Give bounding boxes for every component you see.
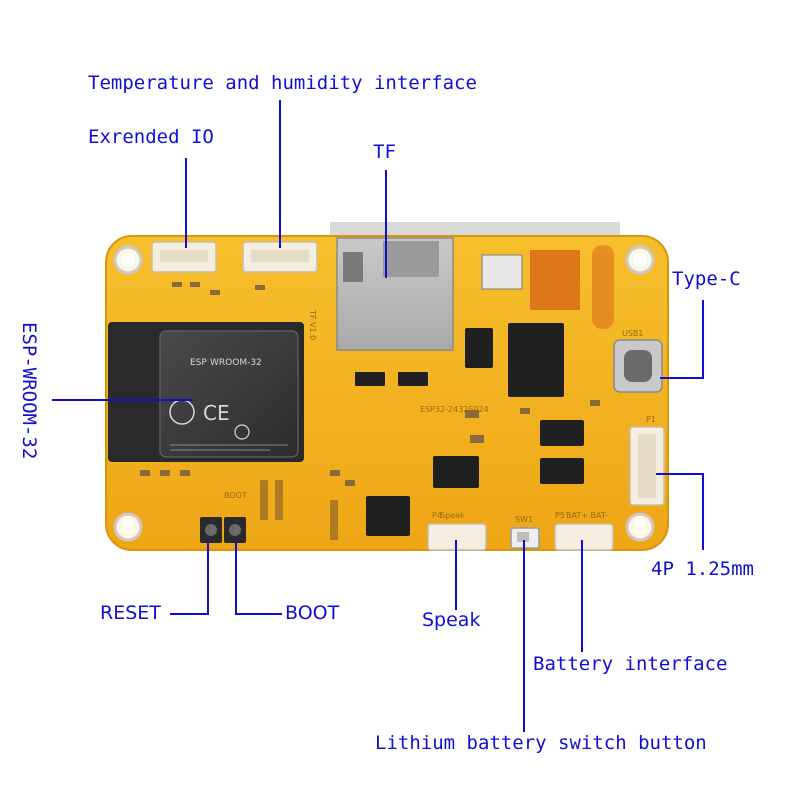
temp-humidity-connector — [242, 241, 318, 273]
tf-card-slot — [336, 237, 454, 351]
leader-lines — [52, 100, 704, 732]
label-lithium-switch: Lithium battery switch button — [375, 732, 707, 754]
module-brand-text: ESP — [190, 358, 207, 368]
passive-components — [140, 282, 600, 540]
board-p1-text: P1 — [646, 415, 656, 424]
label-temp-humidity: Temperature and humidity interface — [88, 72, 477, 94]
usb-type-c-port — [613, 339, 663, 393]
display-frame — [330, 222, 620, 238]
fpc-connector — [481, 254, 523, 290]
label-boot: BOOT — [285, 602, 340, 624]
board-p4-text: P4 — [432, 511, 442, 520]
label-speak: Speak — [422, 609, 481, 631]
boot-button-part — [224, 517, 246, 543]
reset-button-part — [200, 517, 222, 543]
board-id-text: ESP32-2432S024 — [420, 405, 489, 414]
ic-chips — [355, 323, 584, 536]
label-battery-interface: Battery interface — [533, 653, 728, 675]
mounting-holes — [113, 245, 655, 542]
board-speak-text: Speak — [440, 511, 465, 520]
battery-connector — [554, 523, 614, 551]
flex-strip — [530, 250, 580, 310]
module-name-text: WROOM-32 — [210, 358, 262, 368]
board-sw-text: SW1 — [515, 515, 533, 524]
board-p5-text: P5 — [555, 511, 565, 520]
four-pin-connector — [629, 426, 665, 506]
label-esp-wroom-32: ESP-WROOM-32 — [18, 322, 40, 460]
label-reset: RESET — [100, 602, 161, 624]
esp-wroom-32-module: ESP WROOM-32 CE — [108, 322, 304, 462]
extended-io-connector — [151, 241, 217, 273]
board-usb-text: USB1 — [622, 329, 644, 338]
board-boot-text: BOOT — [224, 491, 247, 500]
board-bat-text: BAT+ BAT- — [566, 511, 608, 520]
label-4p-1-25mm: 4P 1.25mm — [651, 558, 754, 580]
board-version-text: TF V1.0 — [308, 309, 317, 340]
board-silkscreen-text: ESP32-2432S024 USB1 SW1 Speak BAT+ BAT- … — [224, 309, 656, 524]
label-extended-io: Exrended IO — [88, 126, 214, 148]
label-type-c: Type-C — [672, 268, 741, 290]
svg-text:CE: CE — [203, 401, 230, 425]
label-tf: TF — [373, 141, 396, 163]
